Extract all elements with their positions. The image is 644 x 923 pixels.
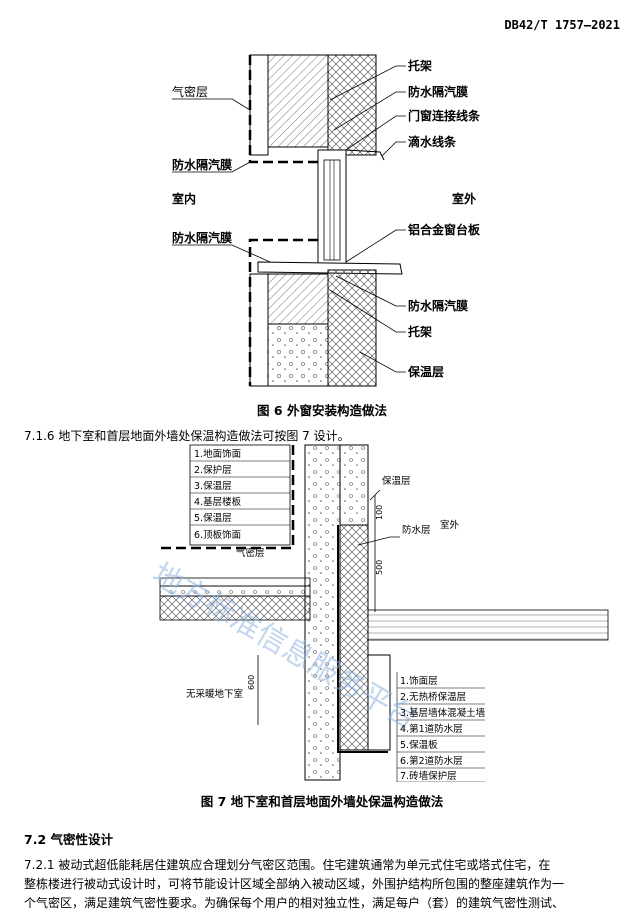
fig7-wall-layer-4: 4.第1道防水层 xyxy=(400,723,463,735)
fig7-wall-layer-7: 7.砖墙保护层 xyxy=(400,770,457,782)
fig7-wall-layer-2: 2.无热桥保温层 xyxy=(400,691,466,703)
fig6-label-membrane-right-bottom: 防水隔汽膜 xyxy=(408,298,468,313)
fig7-wall-layer-3: 3.基层墙体混凝土墙 xyxy=(400,707,486,719)
fig6-label-bracket-top: 托架 xyxy=(408,58,432,73)
fig6-label-insulation: 保温层 xyxy=(407,364,444,379)
fig7-wall-layer-6: 6.第2道防水层 xyxy=(400,755,463,767)
fig7-floor-layer-6: 6.顶板饰面 xyxy=(194,529,241,541)
fig6-label-membrane-left-top: 防水隔汽膜 xyxy=(172,157,232,172)
clause-7-1-6: 7.1.6 地下室和首层地面外墙处保温构造做法可按图 7 设计。 xyxy=(24,429,350,443)
figure-6-caption: 图 6 外窗安装构造做法 xyxy=(257,403,387,418)
clause-7-2-1-line-1: 7.2.1 被动式超低能耗居住建筑应合理划分气密区范围。住宅建筑通常为单元式住宅… xyxy=(24,858,551,872)
fig7-floor-layer-1: 1.地面饰面 xyxy=(194,448,241,460)
section-7-2-title: 7.2 气密性设计 xyxy=(24,832,113,847)
fig6-label-bracket-bottom: 托架 xyxy=(408,324,432,339)
figure-6-drawing: 气密层 防水隔汽膜 室内 防水隔汽膜 托架 防水隔汽膜 门窗连接线条 滴水线条 … xyxy=(172,54,481,387)
fig7-dim-600: 600 xyxy=(247,675,256,690)
fig7-label-airtight: 气密层 xyxy=(236,547,265,559)
fig7-label-waterproof: 防水层 xyxy=(402,524,431,536)
clause-7-2-1: 7.2.1 被动式超低能耗居住建筑应合理划分气密区范围。住宅建筑通常为单元式住宅… xyxy=(24,856,624,913)
fig6-label-airtight: 气密层 xyxy=(172,84,208,99)
fig7-label-insulation: 保温层 xyxy=(382,475,411,487)
fig6-label-alu-sill: 铝合金窗台板 xyxy=(408,222,481,237)
fig6-label-membrane-right-top: 防水隔汽膜 xyxy=(408,84,468,99)
clause-7-2-1-line-2: 整栋楼进行被动式设计时，可将节能设计区域全部纳入被动区域，外围护结构所包围的整座… xyxy=(24,877,565,891)
fig7-dim-100: 100 xyxy=(375,505,384,520)
figure-7-drawing: 100 500 600 地方标准信息服务平台 1.地面饰面 2.保护层 3.保温… xyxy=(146,444,609,782)
fig6-label-window-connector: 门窗连接线条 xyxy=(408,108,481,123)
fig6-label-indoor: 室内 xyxy=(172,191,196,206)
fig6-label-drip-strip: 滴水线条 xyxy=(408,134,457,149)
fig7-floor-layer-4: 4.基层楼板 xyxy=(194,496,242,508)
fig6-label-outdoor: 室外 xyxy=(452,191,476,206)
fig7-dim-500: 500 xyxy=(375,560,384,575)
fig7-floor-layer-3: 3.保温层 xyxy=(194,480,232,492)
figure-7-caption: 图 7 地下室和首层地面外墙处保温构造做法 xyxy=(200,794,444,809)
fig7-wall-layer-5: 5.保温板 xyxy=(400,739,438,751)
fig7-floor-layer-5: 5.保温层 xyxy=(194,512,232,524)
fig7-floor-layer-2: 2.保护层 xyxy=(194,464,232,476)
fig7-label-outdoor: 室外 xyxy=(440,519,460,531)
standard-code: DB42/T 1757—2021 xyxy=(504,18,620,32)
fig7-wall-layer-1: 1.饰面层 xyxy=(400,675,438,687)
fig7-label-basement: 无采暖地下室 xyxy=(186,688,243,700)
clause-7-2-1-line-3: 个气密区，满足建筑气密性要求。为确保每个用户的相对独立性，满足每户（套）的建筑气… xyxy=(24,896,565,910)
fig6-label-membrane-left-bottom: 防水隔汽膜 xyxy=(172,230,232,245)
